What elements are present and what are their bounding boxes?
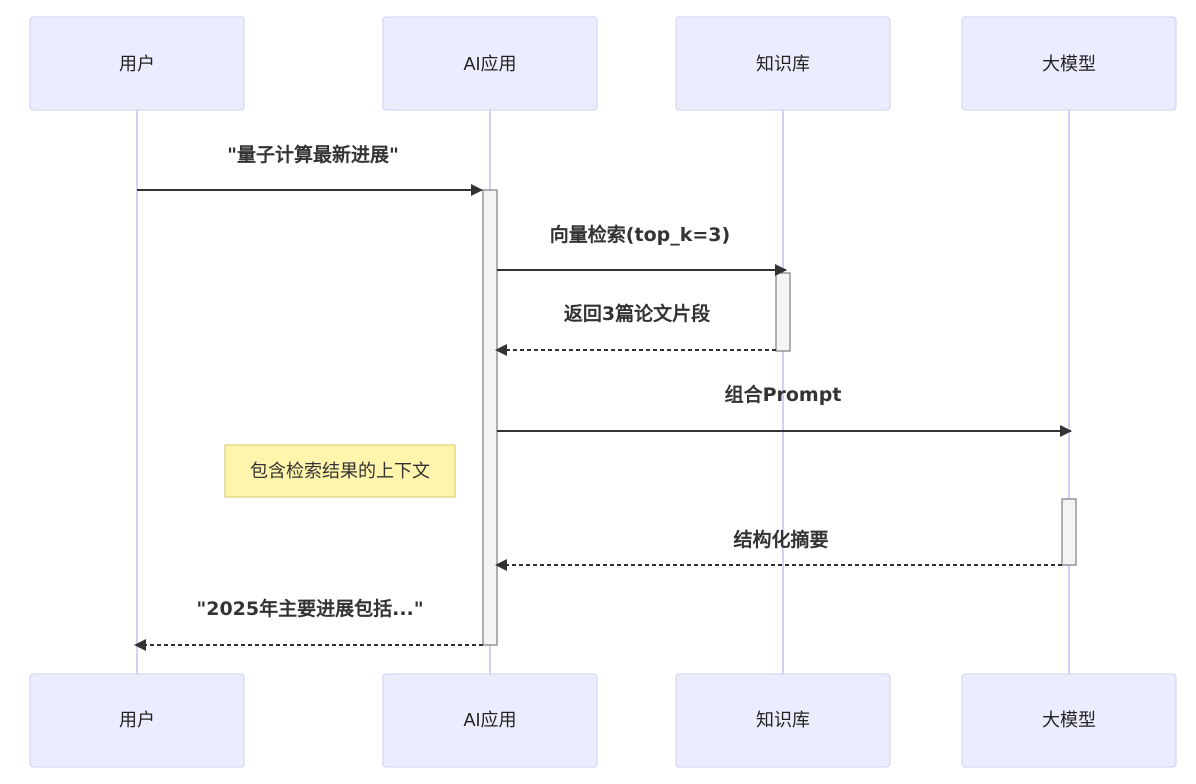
activation-llm bbox=[1061, 498, 1077, 566]
actor-label: 大模型 bbox=[1042, 710, 1096, 730]
actor-bottom-app: AI应用 bbox=[382, 673, 598, 768]
actor-bottom-kb: 知识库 bbox=[675, 673, 891, 768]
message-6: "2025年主要进展包括..." bbox=[134, 597, 483, 651]
message-label: 向量检索(top_k=3) bbox=[550, 223, 730, 246]
actor-top-kb: 知识库 bbox=[675, 16, 891, 111]
actor-top-app: AI应用 bbox=[382, 16, 598, 111]
actor-label: 用户 bbox=[119, 54, 155, 74]
activation-app bbox=[482, 189, 498, 646]
actor-label: AI应用 bbox=[463, 710, 516, 730]
note-text: 包含检索结果的上下文 bbox=[250, 461, 430, 481]
activation-kb bbox=[775, 272, 791, 352]
message-3: 返回3篇论文片段 bbox=[495, 302, 776, 356]
actor-label: 知识库 bbox=[756, 54, 810, 74]
actor-label: 用户 bbox=[119, 710, 155, 730]
actor-top-user: 用户 bbox=[29, 16, 245, 111]
actor-top-llm: 大模型 bbox=[961, 16, 1177, 111]
message-label: 组合Prompt bbox=[725, 383, 842, 406]
note-box bbox=[224, 444, 456, 498]
actor-bottom-llm: 大模型 bbox=[961, 673, 1177, 768]
actor-label: 知识库 bbox=[756, 710, 810, 730]
message-4: 组合Prompt bbox=[497, 383, 1072, 437]
message-label: 结构化摘要 bbox=[733, 528, 828, 551]
actor-label: 大模型 bbox=[1042, 54, 1096, 74]
message-label: 返回3篇论文片段 bbox=[564, 302, 711, 325]
message-1: "量子计算最新进展" bbox=[137, 143, 483, 196]
message-2: 向量检索(top_k=3) bbox=[497, 223, 787, 276]
actor-label: AI应用 bbox=[463, 54, 516, 74]
note: 包含检索结果的上下文 bbox=[224, 444, 456, 498]
message-5: 结构化摘要 bbox=[495, 528, 1062, 571]
actor-bottom-user: 用户 bbox=[29, 673, 245, 768]
message-label: "量子计算最新进展" bbox=[227, 143, 399, 166]
message-label: "2025年主要进展包括..." bbox=[196, 597, 423, 620]
